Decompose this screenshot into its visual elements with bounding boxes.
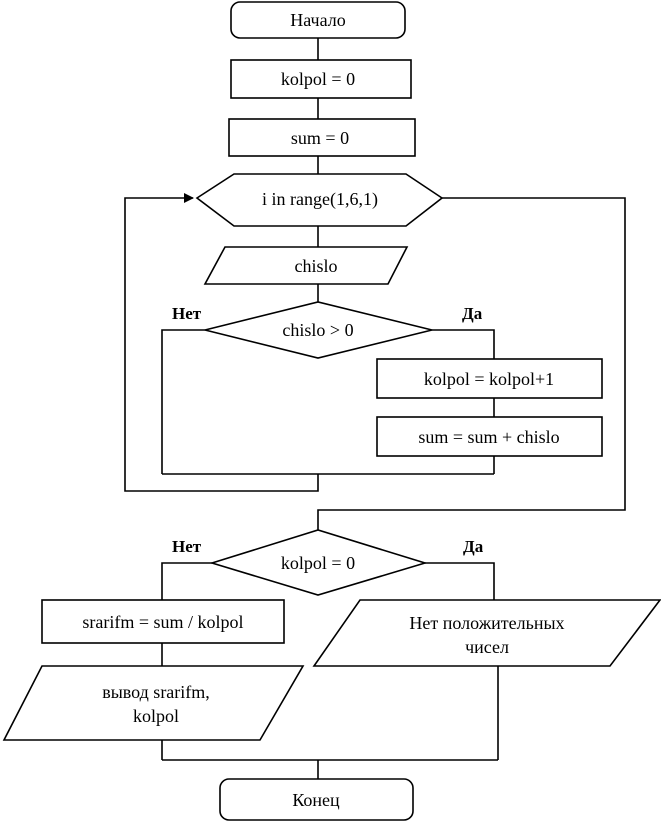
init-sum-label: sum = 0 <box>291 128 349 148</box>
connector-no-branch-1 <box>161 329 205 474</box>
start-label: Начало <box>290 10 345 30</box>
decision-positive: chislo > 0 <box>204 301 433 359</box>
output-avg-line-1: вывод srarifm, <box>102 682 210 702</box>
output-avg-parallelogram: вывод srarifm, kolpol <box>2 665 305 741</box>
output-none-parallelogram: Нет положительных чисел <box>312 599 661 667</box>
inc-kolpol-label: kolpol = kolpol+1 <box>424 369 554 389</box>
init-sum-process: sum = 0 <box>228 118 416 157</box>
input-label: chislo <box>295 256 338 276</box>
connectors <box>124 38 626 779</box>
output-none-line-2: чисел <box>465 637 509 657</box>
end-terminator: Конец <box>219 778 414 821</box>
decision-zero-yes-label: Да <box>463 537 484 556</box>
connector-loop-back <box>124 193 319 492</box>
init-kolpol-process: kolpol = 0 <box>230 59 412 99</box>
loop-label: i in range(1,6,1) <box>262 189 378 210</box>
calc-avg-label: srarifm = sum / kolpol <box>82 612 243 632</box>
loop-hexagon: i in range(1,6,1) <box>195 173 444 227</box>
decision-zero-no-label: Нет <box>172 537 202 556</box>
decision-positive-yes-label: Да <box>462 304 483 323</box>
connector-no-branch-2 <box>161 562 212 600</box>
connector-yes-branch-2 <box>425 562 495 600</box>
decision-zero: kolpol = 0 <box>209 529 428 596</box>
connector-yes-branch-1 <box>432 329 495 359</box>
init-kolpol-label: kolpol = 0 <box>281 69 355 89</box>
calc-avg-process: srarifm = sum / kolpol <box>41 599 285 644</box>
output-avg-line-2: kolpol <box>133 706 179 726</box>
end-label: Конец <box>292 790 340 810</box>
connector-loop-exit <box>317 197 626 530</box>
decision-positive-no-label: Нет <box>172 304 202 323</box>
input-parallelogram: chislo <box>203 246 409 285</box>
start-terminator: Начало <box>230 1 406 39</box>
inc-kolpol-process: kolpol = kolpol+1 <box>376 358 603 399</box>
output-none-line-1: Нет положительных <box>409 613 564 633</box>
add-sum-process: sum = sum + chislo <box>376 416 603 457</box>
add-sum-label: sum = sum + chislo <box>418 427 559 447</box>
decision-positive-label: chislo > 0 <box>282 320 353 340</box>
decision-zero-label: kolpol = 0 <box>281 553 355 573</box>
